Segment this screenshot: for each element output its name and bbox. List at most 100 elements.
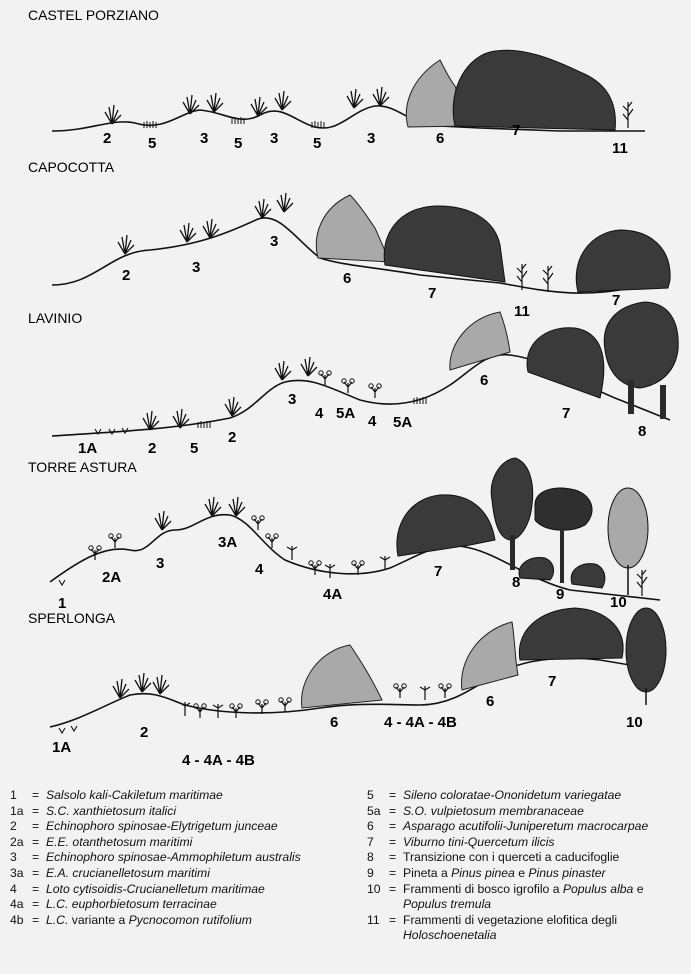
legend-item: 2a=E.E. otanthetosum maritimi	[10, 835, 301, 851]
legend-text: Echinophoro spinosae-Ammophiletum austra…	[46, 850, 301, 864]
legend-text: Transizione con i querceti a caducifogli…	[403, 850, 619, 864]
legend-item: 1a=S.C. xanthietosum italici	[10, 804, 301, 820]
legend-item: 6=Asparago acutifolii-Juniperetum macroc…	[367, 819, 648, 835]
legend-code: 5	[367, 788, 389, 804]
label: 4 - 4A - 4B	[384, 714, 457, 731]
legend-text: Loto cytisoidis-Crucianelletum maritimae	[46, 882, 265, 896]
legend-code: 1	[10, 788, 32, 804]
label: 6	[436, 130, 444, 147]
label: 5	[313, 135, 321, 152]
label: 4	[315, 405, 324, 422]
legend-equals: =	[389, 882, 403, 898]
label: 2	[122, 267, 130, 284]
profile-lavinio	[52, 302, 678, 436]
legend-text: Pinus pinea	[451, 866, 515, 880]
legend-item: 5a=S.O. vulpietosum membranaceae	[367, 804, 648, 820]
legend-equals: =	[32, 850, 46, 866]
legend-equals: =	[389, 804, 403, 820]
legend-text: Salsolo kali-Cakiletum maritimae	[46, 788, 223, 802]
legend-code: 1a	[10, 804, 32, 820]
legend-text: Pycnocomon rutifolium	[129, 913, 252, 927]
legend-code: 10	[367, 882, 389, 898]
legend-text: variante a	[68, 913, 128, 927]
label: 8	[638, 423, 646, 440]
profile-castel-porziano	[52, 50, 645, 131]
label: 3	[156, 555, 164, 572]
legend-item: 9=Pineta a Pinus pinea e Pinus pinaster	[367, 866, 648, 882]
label: 5A	[336, 405, 355, 422]
label: 5A	[393, 414, 412, 431]
label: 5	[190, 440, 198, 457]
legend-equals: =	[32, 913, 46, 929]
legend-item: 4b=L.C. variante a Pycnocomon rutifolium	[10, 913, 301, 929]
legend-item: 1=Salsolo kali-Cakiletum maritimae	[10, 788, 301, 804]
legend-code: 3	[10, 850, 32, 866]
label: 8	[512, 574, 520, 591]
legend-text: Populus tremula	[403, 897, 491, 911]
legend-continuation: Populus tremula	[367, 897, 648, 913]
profile-capocotta	[52, 193, 670, 293]
label: 6	[486, 693, 494, 710]
legend-text: Echinophoro spinosae-Elytrigetum junceae	[46, 819, 278, 833]
label: 5	[234, 135, 242, 152]
label: 2	[228, 429, 236, 446]
legend-equals: =	[32, 804, 46, 820]
label: 3	[288, 391, 296, 408]
legend-equals: =	[32, 835, 46, 851]
label: 7	[428, 285, 436, 302]
legend-item: 4=Loto cytisoidis-Crucianelletum maritim…	[10, 882, 301, 898]
legend-code: 2	[10, 819, 32, 835]
label: 7	[512, 122, 520, 139]
legend-right: 5=Sileno coloratae-Ononidetum variegatae…	[367, 788, 648, 944]
label: 7	[562, 405, 570, 422]
legend-item: 3=Echinophoro spinosae-Ammophiletum aust…	[10, 850, 301, 866]
legend-equals: =	[389, 788, 403, 804]
label: 11	[612, 140, 628, 157]
legend-text: Holoschoenetalia	[403, 928, 497, 942]
label: 9	[556, 586, 564, 603]
site-title-torre-astura: TORRE ASTURA	[28, 459, 137, 475]
legend-code: 4a	[10, 897, 32, 913]
label: 2	[103, 130, 111, 147]
label: 3	[200, 130, 208, 147]
legend-item: 3a=E.A. crucianelletosum maritimi	[10, 866, 301, 882]
label: 7	[434, 563, 442, 580]
label: 10	[626, 714, 643, 731]
legend-equals: =	[32, 897, 46, 913]
label: 6	[480, 372, 488, 389]
legend-equals: =	[389, 835, 403, 851]
site-title-sperlonga: SPERLONGA	[28, 610, 116, 626]
legend-item: 7=Viburno tini-Quercetum ilicis	[367, 835, 648, 851]
legend-code: 3a	[10, 866, 32, 882]
profile-torre-astura	[50, 458, 660, 600]
label: 10	[610, 594, 627, 611]
label: 4A	[323, 586, 342, 603]
legend-code: 11	[367, 913, 389, 929]
legend-text: Viburno tini-Quercetum ilicis	[403, 835, 555, 849]
legend-equals: =	[389, 866, 403, 882]
legend-equals: =	[32, 866, 46, 882]
site-title-capocotta: CAPOCOTTA	[28, 159, 115, 175]
legend-item: 2=Echinophoro spinosae-Elytrigetum junce…	[10, 819, 301, 835]
label: 7	[612, 292, 620, 309]
legend-text: E.E. otanthetosum maritimi	[46, 835, 192, 849]
label: 1A	[52, 739, 71, 756]
site-title-castel-porziano: CASTEL PORZIANO	[28, 7, 159, 23]
legend-text: L.C.	[46, 913, 68, 927]
legend-text: S.C. xanthietosum italici	[46, 804, 176, 818]
label: 5	[148, 135, 156, 152]
label: 4	[255, 561, 264, 578]
legend-equals: =	[32, 788, 46, 804]
profile-sperlonga	[50, 608, 666, 733]
legend-text: Frammenti di vegetazione elofitica degli	[403, 913, 617, 927]
legend-equals: =	[389, 850, 403, 866]
label: 3	[270, 233, 278, 250]
legend-equals: =	[32, 819, 46, 835]
legend-item: 8=Transizione con i querceti a caducifog…	[367, 850, 648, 866]
legend-code: 5a	[367, 804, 389, 820]
label: 6	[330, 714, 338, 731]
legend-code: 8	[367, 850, 389, 866]
legend-text: Populus alba	[563, 882, 633, 896]
legend-item: 11=Frammenti di vegetazione elofitica de…	[367, 913, 648, 929]
